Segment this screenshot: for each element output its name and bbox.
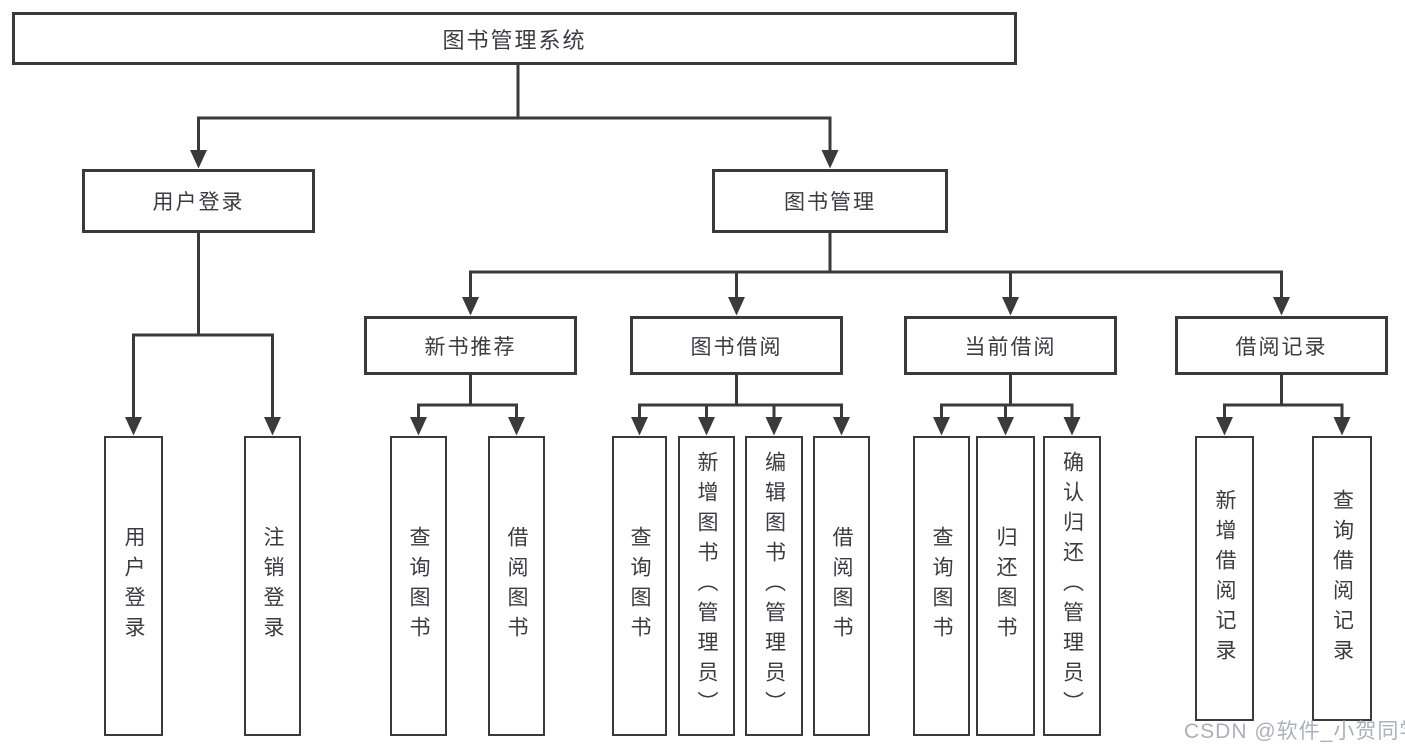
arrowhead-icon [933,417,950,436]
arrowhead-icon [631,417,648,436]
leaf-borrow-query-books: 查询图书 [612,436,667,736]
arrowhead-icon [190,150,207,169]
connector-root-to-level2 [190,64,839,169]
leaf-current-confirm-return-admin: 确认归还（管理员） [1043,436,1101,736]
node-root: 图书管理系统 [12,12,1017,65]
leaf-logout-login: 注销登录 [244,436,301,736]
leaf-records-query-record: 查询借阅记录 [1312,436,1372,721]
node-current-borrow: 当前借阅 [904,316,1117,375]
leaf-current-return-books: 归还图书 [976,436,1035,736]
node-book-borrow: 图书借阅 [630,316,843,375]
arrowhead-icon [410,417,427,436]
arrowhead-icon [833,417,850,436]
leaf-current-query-books: 查询图书 [913,436,970,736]
leaf-borrow-edit-book-admin: 编辑图书（管理员） [745,436,803,736]
arrowhead-icon [1273,297,1290,316]
node-user-login: 用户登录 [82,169,315,233]
connector-new-book-recommend-children [410,374,525,436]
node-borrow-records: 借阅记录 [1175,316,1388,375]
arrowhead-icon [728,297,745,316]
arrowhead-icon [1002,297,1019,316]
leaf-newrec-borrow-books: 借阅图书 [488,436,545,736]
arrowhead-icon [821,150,839,169]
arrowhead-icon [1216,417,1233,436]
leaf-user-login: 用户登录 [104,436,163,736]
node-new-book-recommend: 新书推荐 [364,316,577,375]
leaf-borrow-borrow-books: 借阅图书 [813,436,870,736]
leaf-records-add-record: 新增借阅记录 [1195,436,1254,721]
arrowhead-icon [698,417,715,436]
connector-book-management-groups [462,232,1290,316]
leaf-borrow-add-book-admin: 新增图书（管理员） [678,436,735,736]
arrowhead-icon [1063,417,1081,436]
csdn-watermark: CSDN @软件_小贺同学 [1184,720,1405,743]
connector-current-borrow-children [933,374,1081,436]
arrowhead-icon [508,417,525,436]
arrowhead-icon [1333,417,1351,436]
node-book-management: 图书管理 [712,169,948,233]
arrowhead-icon [125,417,142,436]
connector-user-login-children [125,232,281,436]
arrowhead-icon [765,417,783,436]
connector-book-borrow-children [631,374,850,436]
leaf-newrec-query-books: 查询图书 [390,436,447,736]
arrowhead-icon [462,297,479,316]
arrowhead-icon [264,417,281,436]
connector-borrow-records-children [1216,374,1351,436]
arrowhead-icon [997,417,1014,436]
